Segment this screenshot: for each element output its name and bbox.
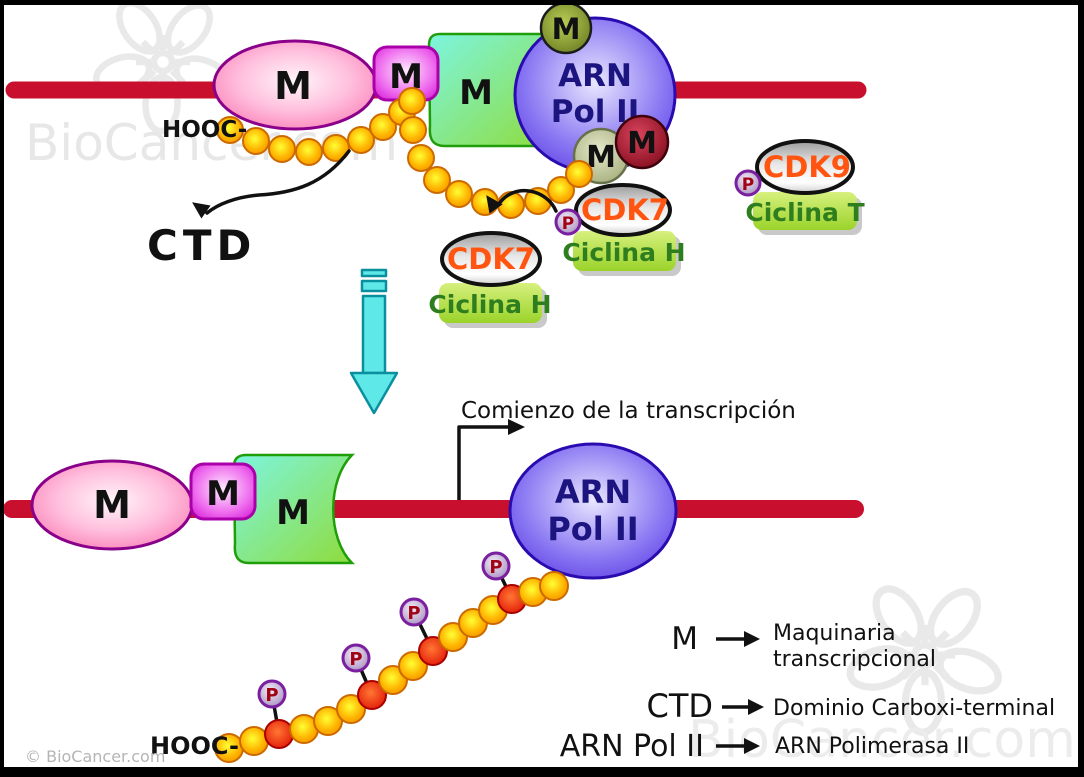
legend-def-m-line1: Maquinaria bbox=[773, 621, 896, 646]
legend-arrowhead-arnpol2 bbox=[744, 738, 760, 754]
ctd-pointer-arrow bbox=[205, 149, 351, 215]
phosphate-circle bbox=[554, 208, 582, 236]
bead bbox=[398, 87, 426, 115]
bead bbox=[295, 138, 323, 166]
phosphate-circle bbox=[481, 551, 511, 581]
legend-symbol-arnpol2: ARN Pol II bbox=[560, 729, 704, 764]
ctd-bead-chain-bottom bbox=[214, 571, 569, 763]
machinery-pink-label-top: M bbox=[274, 64, 312, 108]
phosphate-stems bbox=[270, 565, 514, 735]
bead bbox=[565, 160, 593, 188]
cdk7-label: CDK7 bbox=[447, 242, 535, 276]
bead bbox=[497, 191, 525, 219]
phosphate-label: P bbox=[562, 214, 574, 234]
copyright-note: © BioCancer.com bbox=[25, 747, 165, 766]
phosphate-transfer-arrowhead bbox=[486, 195, 503, 214]
arn-pol2-bottom-line2: Pol II bbox=[547, 510, 638, 548]
ciclina-h-label: Ciclina H bbox=[428, 290, 551, 319]
arn-pol2-top-line1: ARN bbox=[558, 58, 632, 94]
transcription-start-arrowhead bbox=[508, 419, 525, 435]
legend-symbol-ctd: CTD bbox=[646, 687, 713, 725]
arn-pol2-bottom-line1: ARN bbox=[555, 473, 631, 511]
bead bbox=[398, 651, 428, 681]
phosphate-label: P bbox=[265, 685, 278, 706]
phosphate-label: P bbox=[742, 175, 754, 195]
bead bbox=[239, 726, 269, 756]
bead bbox=[539, 571, 569, 601]
transcription-start-label: Comienzo de la transcripción bbox=[461, 398, 796, 424]
legend-def-m-line2: transcripcional bbox=[773, 647, 936, 672]
machinery-olive-label: M bbox=[552, 12, 581, 46]
cdk7-ellipse bbox=[574, 183, 672, 237]
cdk9-ellipse bbox=[755, 139, 855, 195]
bead bbox=[322, 134, 350, 162]
phosphate-circle bbox=[257, 679, 287, 709]
bead bbox=[369, 113, 397, 141]
transcription-start-arrow bbox=[457, 425, 510, 500]
process-arrow-down bbox=[349, 268, 399, 415]
ciclina-h-label: Ciclina H bbox=[562, 238, 685, 267]
ctd-bead-chain-top bbox=[216, 87, 593, 219]
machinery-magenta-label-bottom: M bbox=[206, 474, 240, 514]
bead bbox=[216, 116, 244, 144]
bead bbox=[445, 180, 473, 208]
machinery-pink-label-bottom: M bbox=[93, 483, 131, 527]
ciclina-h-box bbox=[439, 283, 542, 323]
cdk7-label: CDK7 bbox=[581, 193, 669, 227]
hooc-label-top: HOOC- bbox=[162, 117, 247, 143]
cdk7-ciclinaH-free-complex: CDK7 Ciclina H bbox=[428, 231, 552, 328]
bead bbox=[407, 144, 435, 172]
legend-arrowhead-m bbox=[744, 631, 760, 647]
cdk9-label: CDK9 bbox=[763, 150, 851, 184]
watermark-flower-top-left bbox=[92, 0, 233, 132]
hooc-label-bottom: HOOC- bbox=[150, 732, 239, 760]
legend-arrowhead-ctd bbox=[748, 699, 764, 715]
phosphate-circle bbox=[341, 643, 371, 673]
phosphate-groups-bottom: P P P P bbox=[257, 551, 511, 709]
machinery-darkred-label: M bbox=[627, 126, 657, 161]
phosphate-circle bbox=[734, 169, 762, 197]
machinery-green-shape-bottom bbox=[232, 453, 356, 565]
ctd-pointer-arrowhead bbox=[192, 202, 211, 219]
bead bbox=[547, 176, 575, 204]
machinery-magenta-square-bottom bbox=[189, 462, 257, 521]
cdk7-ellipse bbox=[440, 231, 542, 287]
ciclina-t-label: Ciclina T bbox=[745, 198, 864, 227]
machinery-darkred-circle bbox=[614, 114, 670, 170]
phosphate-circle bbox=[399, 597, 429, 627]
ciclina-h-box bbox=[573, 231, 676, 271]
bead bbox=[336, 694, 366, 724]
phospho-bead bbox=[357, 680, 387, 710]
phosphate-label: P bbox=[489, 557, 502, 578]
phosphate-label: P bbox=[407, 603, 420, 624]
bead bbox=[268, 135, 296, 163]
legend-def-ctd: Dominio Carboxi-terminal bbox=[773, 696, 1055, 721]
bead bbox=[399, 116, 427, 144]
legend-symbol-m: M bbox=[671, 621, 698, 657]
cdk7-ciclinaH-phospho-complex: CDK7 Ciclina H P bbox=[554, 183, 686, 276]
phosphate-label: P bbox=[349, 649, 362, 670]
watermark-brand-bottom: BioCancer.com bbox=[688, 710, 1076, 770]
machinery-green-label-bottom: M bbox=[276, 493, 310, 533]
legend-def-arnpol2: ARN Polimerasa II bbox=[775, 734, 969, 759]
machinery-green-label-top: M bbox=[459, 73, 493, 113]
ctd-title: CTD bbox=[147, 221, 256, 270]
bead bbox=[347, 126, 375, 154]
cdk9-ciclinaT-complex: CDK9 Ciclina T P bbox=[734, 139, 865, 235]
phosphate-transfer-arrow bbox=[497, 189, 558, 213]
bead bbox=[242, 127, 270, 155]
ciclina-t-box bbox=[753, 192, 857, 230]
arn-pol2-bottom bbox=[508, 442, 678, 580]
legend: M Maquinaria transcripcional CTD Dominio… bbox=[560, 621, 1055, 764]
phospho-bead bbox=[264, 719, 294, 749]
bead bbox=[423, 166, 451, 194]
